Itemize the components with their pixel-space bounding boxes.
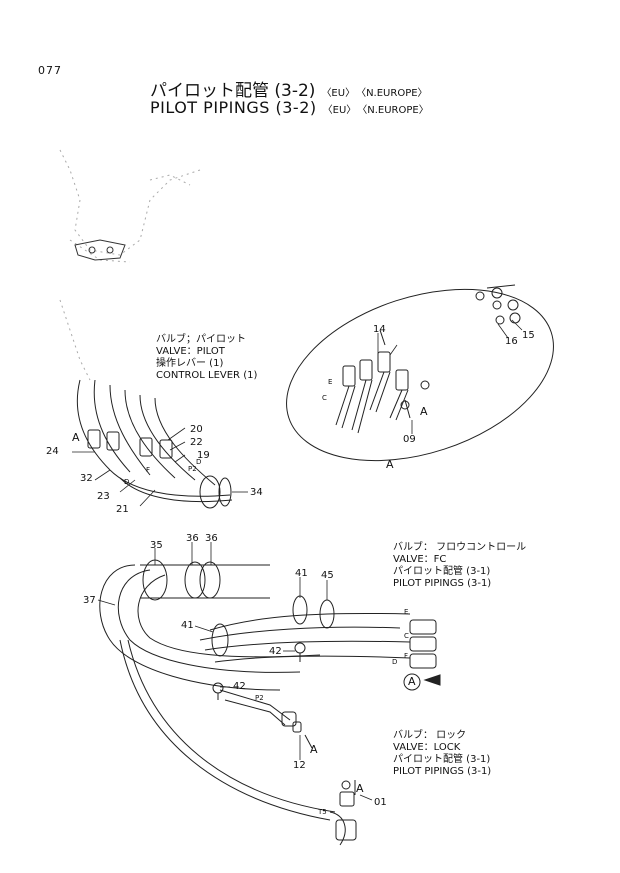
callout-45: 45 (321, 570, 334, 581)
view-letter-a-1: A (72, 431, 80, 444)
title-en-text: PILOT PIPINGS (3-2) (150, 98, 317, 117)
callout-01: 01 (374, 797, 387, 808)
note-fc-valve-jp: バルブ： フロウコントロール (393, 542, 527, 553)
hose-mark-d-2: D (392, 658, 398, 666)
tag-eu-en: 〈EU〉 (322, 105, 357, 116)
callout-41-b: 41 (181, 620, 194, 631)
hose-mark-c: C (322, 394, 327, 402)
note-lock-pipe-jp: パイロット配管 (3-1) (393, 754, 491, 765)
lock-valve-fitting (219, 689, 355, 807)
view-letter-a-4: A (408, 675, 416, 688)
detail-a-fittings (335, 284, 521, 434)
tag-region-en: 〈N.EUROPE〉 (362, 105, 429, 116)
note-control-lever-jp: 操作レバー (1) (156, 358, 224, 369)
view-letter-a-5: A (310, 743, 318, 756)
detail-a-ellipse (286, 288, 554, 462)
page-title-japanese: パイロット配管 (3-2) 〈EU〉〈N.EUROPE〉 (150, 76, 428, 101)
hose-mark-f: F (146, 466, 151, 474)
callout-42-b: 42 (233, 681, 246, 692)
note-lock-valve-en: VALVE：LOCK (393, 742, 461, 753)
callout-37: 37 (83, 595, 96, 606)
lower-valve-harness (76, 379, 233, 509)
leader-lines (72, 319, 523, 801)
note-fc-valve: バルブ： フロウコントロール VALVE：FC パイロット配管 (3-1) PI… (393, 542, 526, 590)
note-control-lever-en: CONTROL LEVER (1) (156, 370, 258, 381)
callout-41-a: 41 (295, 568, 308, 579)
callout-21: 21 (116, 504, 129, 515)
note-fc-valve-en: VALVE：FC (393, 554, 447, 565)
callout-36-b: 36 (205, 533, 218, 544)
tag-eu: 〈EU〉 (321, 88, 356, 99)
note-lock-valve: バルブ： ロック VALVE：LOCK パイロット配管 (3-1) PILOT … (393, 730, 491, 778)
hose-mark-d-3: D (124, 478, 130, 486)
hose-mark-f-2: F (404, 652, 409, 660)
callout-12: 12 (293, 760, 306, 771)
callout-32: 32 (80, 473, 93, 484)
callout-34: 34 (250, 487, 263, 498)
callout-20: 20 (190, 424, 203, 435)
view-arrows (304, 399, 441, 795)
hose-mark-p2: P2 (255, 694, 264, 702)
note-fc-pipe-jp: パイロット配管 (3-1) (393, 566, 491, 577)
main-hose-bundle (99, 559, 437, 846)
callout-42-a: 42 (269, 646, 282, 657)
callout-09: 09 (403, 434, 416, 445)
view-letter-a-6: A (356, 782, 364, 795)
callout-15: 15 (522, 330, 535, 341)
tag-region: 〈N.EUROPE〉 (361, 88, 428, 99)
view-letter-a-3: A (386, 458, 394, 471)
page-number: 077 (38, 64, 62, 77)
callout-22: 22 (190, 437, 203, 448)
hose-mark-t5: T5 (318, 808, 327, 816)
note-lock-pipe-en: PILOT PIPINGS (3-1) (393, 766, 492, 777)
view-letter-a-2: A (420, 405, 428, 418)
callout-23: 23 (97, 491, 110, 502)
callout-35: 35 (150, 540, 163, 551)
callout-14: 14 (373, 324, 386, 335)
note-lock-valve-jp: バルブ： ロック (393, 730, 467, 741)
page-title-english: PILOT PIPINGS (3-2) 〈EU〉〈N.EUROPE〉 (150, 98, 429, 117)
callout-16: 16 (505, 336, 518, 347)
note-pilot-valve: バルブ；パイロット VALVE：PILOT 操作レバー (1) CONTROL … (156, 334, 257, 382)
hose-mark-d: D (196, 458, 202, 466)
hose-mark-c-2: C (404, 632, 409, 640)
pilot-valve-sketch (74, 239, 126, 261)
callout-19: 19 (197, 450, 210, 461)
hose-mark-e: E (328, 378, 333, 386)
hose-mark-e-2: E (404, 608, 409, 616)
title-jp-text: パイロット配管 (3-2) (150, 81, 316, 101)
callout-36-a: 36 (186, 533, 199, 544)
note-fc-pipe-en: PILOT PIPINGS (3-1) (393, 578, 492, 589)
callout-24: 24 (46, 446, 59, 457)
note-pilot-valve-en: VALVE：PILOT (156, 346, 225, 357)
note-pilot-valve-jp: バルブ；パイロット (156, 334, 246, 345)
hose-mark-p2-b: P2 (188, 465, 197, 473)
